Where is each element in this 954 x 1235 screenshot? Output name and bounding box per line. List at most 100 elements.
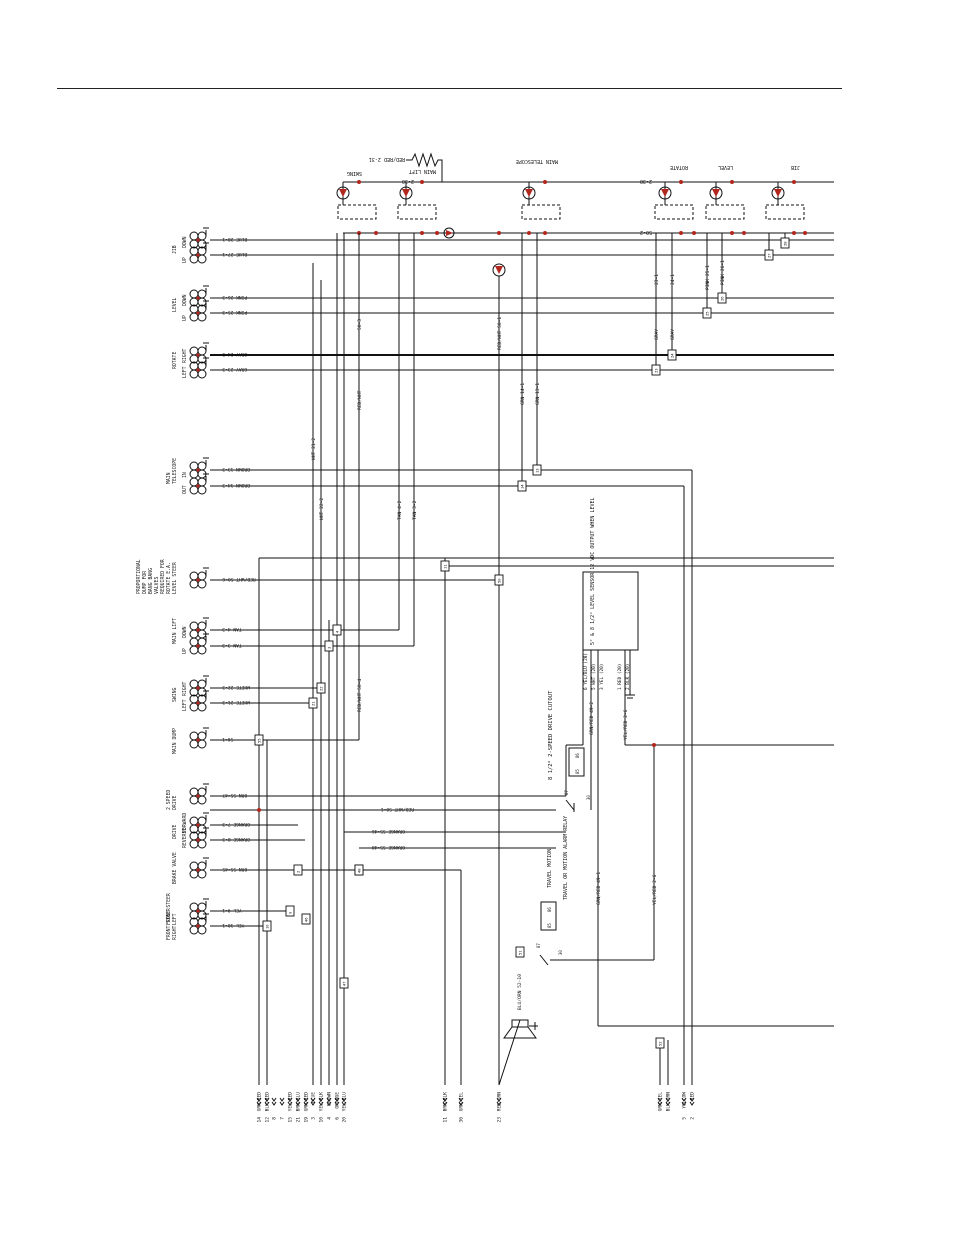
wire-label-15: ORANGE 7-3 bbox=[222, 821, 250, 827]
bottom-pin-0: 14 bbox=[257, 1117, 263, 1123]
coil-12 bbox=[189, 690, 209, 712]
bottom-wire-label-1: BLK/RED bbox=[265, 1092, 271, 1112]
coil-3 bbox=[189, 300, 209, 322]
relay1-pin-85: 85 bbox=[575, 769, 580, 774]
bottom-pin-1: 12 bbox=[265, 1117, 271, 1123]
wire-label-12: WHITE 21-3 bbox=[222, 699, 250, 705]
control-group-8-6: LEVEL STEER bbox=[172, 562, 178, 594]
coil-15 bbox=[189, 812, 209, 834]
wire-label-9: TAN 4-3 bbox=[222, 626, 242, 632]
top-bus bbox=[336, 152, 834, 277]
connector-box-label-21: 21 bbox=[311, 701, 316, 706]
connector-box-46: 46 bbox=[301, 913, 311, 925]
coil-18 bbox=[189, 898, 209, 920]
vlabel-tan-4-2: TAN 4-2 bbox=[397, 500, 403, 520]
connector-box-3: 3 bbox=[324, 640, 334, 652]
connector-box-4: 4 bbox=[332, 624, 342, 636]
vlabel-50-3: 50-3 bbox=[357, 319, 363, 330]
vlabel-wht-22-2: WHT 22-2 bbox=[319, 498, 325, 520]
coil-1 bbox=[189, 242, 209, 264]
wire-label-2: PINK 26-3 bbox=[222, 294, 247, 300]
bottom-pin-17: 5 bbox=[682, 1117, 688, 1120]
bottom-wire-label-18: RED bbox=[690, 1092, 696, 1101]
vlabel-24-1: 24-1 bbox=[670, 274, 676, 285]
vlabel-gray-a: GRAY bbox=[654, 329, 660, 340]
control-group-8-3: VALVES bbox=[154, 577, 160, 594]
vlabel-grn-14-1: GRN 14-1 bbox=[520, 383, 526, 405]
bottom-wire-label-15: GRN/YEL bbox=[658, 1092, 664, 1112]
connector-box-label-46: 46 bbox=[304, 917, 309, 922]
bottom-pin-3: 7 bbox=[280, 1117, 286, 1120]
dlabel-orange-55-46: ORANGE 55-46 bbox=[372, 828, 405, 834]
bottom-wire-label-6: GRN/RED bbox=[304, 1092, 310, 1112]
relay2-pin-87: 87 bbox=[536, 943, 541, 948]
bottom-wire-18: RED 2 bbox=[690, 1092, 696, 1120]
bottom-wire-8: YEL/BLK 10 bbox=[319, 1092, 325, 1123]
bottom-wire-label-7: BLUE bbox=[311, 1092, 317, 1103]
control-group-9-0: MAIN LIFT bbox=[172, 618, 178, 644]
coil-column bbox=[189, 227, 209, 935]
connector-box-label-10: 10 bbox=[265, 924, 270, 929]
relay2-pin-86: 86 bbox=[547, 907, 552, 912]
control-group-8-0: PROPORTIONAL bbox=[136, 559, 142, 594]
top-label-level: LEVEL bbox=[718, 164, 733, 170]
alarm-horn-icon bbox=[498, 1019, 538, 1086]
control-group-0-0: JIB bbox=[172, 245, 178, 254]
horizontal-wires bbox=[210, 231, 834, 1027]
bottom-pin-5: 21 bbox=[296, 1117, 302, 1123]
bottom-wire-label-8: YEL/BLK bbox=[319, 1092, 325, 1112]
connector-box-label-50: 50 bbox=[497, 578, 502, 583]
coil-16 bbox=[189, 827, 209, 849]
control-sub-15: FORWARD bbox=[182, 813, 188, 833]
control-group-18-0: FRONT STEER bbox=[166, 893, 172, 925]
wire-label-16: ORANGE 8-3 bbox=[222, 836, 250, 842]
top-label-2-30b: 2-30 bbox=[640, 178, 652, 184]
connector-box-25: 25 bbox=[702, 307, 712, 319]
vlabel-red-wht-50-4: RED/WHT 50-4 bbox=[357, 679, 363, 712]
bottom-pin-18: 2 bbox=[690, 1117, 696, 1120]
connector-box-label-27: 27 bbox=[767, 253, 772, 258]
relay1-pin-87: 87 bbox=[564, 790, 569, 795]
control-sub-12: LEFT bbox=[182, 699, 188, 711]
connector-box-label-11: 11 bbox=[443, 564, 448, 569]
connector-box-label-4: 4 bbox=[335, 630, 340, 633]
vlabel-grn-red-49-2: GRN/RED 49-2 bbox=[589, 702, 595, 735]
coil-17 bbox=[189, 857, 209, 879]
control-sub-4: RIGHT bbox=[182, 348, 188, 363]
connector-box-label-22: 22 bbox=[319, 686, 324, 691]
connector-box-label-52: 52 bbox=[658, 1041, 663, 1046]
connector-box-13: 13 bbox=[532, 464, 542, 476]
control-group-15-0: DRIVE bbox=[172, 824, 178, 839]
control-sub-9: DOWN bbox=[182, 626, 188, 638]
connector-box-label-26: 26 bbox=[720, 296, 725, 301]
level-sensor: 5° & 8 1/2° LEVEL SENSOR 12 VDC OUTPUT W… bbox=[582, 497, 639, 699]
control-group-8-4: REQUIRED FOR bbox=[160, 559, 166, 594]
coil-10 bbox=[189, 633, 209, 655]
bottom-wire-label-11: YEL/BLU bbox=[342, 1092, 348, 1112]
connector-box-50: 50 bbox=[494, 574, 504, 586]
connector-box-label-28: 28 bbox=[783, 241, 788, 246]
control-group-8-2: BANG BANG bbox=[148, 568, 154, 594]
sensor-pin-5: 5 WHT (20) bbox=[591, 664, 597, 690]
bottom-wire-label-14: RED/GRN bbox=[497, 1092, 503, 1112]
vlabel-red-wht: RED/WHT bbox=[357, 390, 363, 410]
bottom-pin-4: 15 bbox=[288, 1117, 294, 1123]
connector-box-label-24: 24 bbox=[670, 353, 675, 358]
drive-wire-labels: RED/WHT 50-1 ORANGE 55-46 ORANGE 55-48 bbox=[372, 806, 414, 850]
bottom-pin-8: 10 bbox=[319, 1117, 325, 1123]
top-label-2-30a: 2-30 bbox=[402, 178, 414, 184]
control-sub-2: DOWN bbox=[182, 294, 188, 306]
relay1-title: 8 1/2° 2-SPEED DRIVE CUTOUT bbox=[548, 690, 554, 780]
top-label-swing: SWING bbox=[347, 170, 362, 176]
wire-label-11: WHITE 22-3 bbox=[222, 684, 250, 690]
